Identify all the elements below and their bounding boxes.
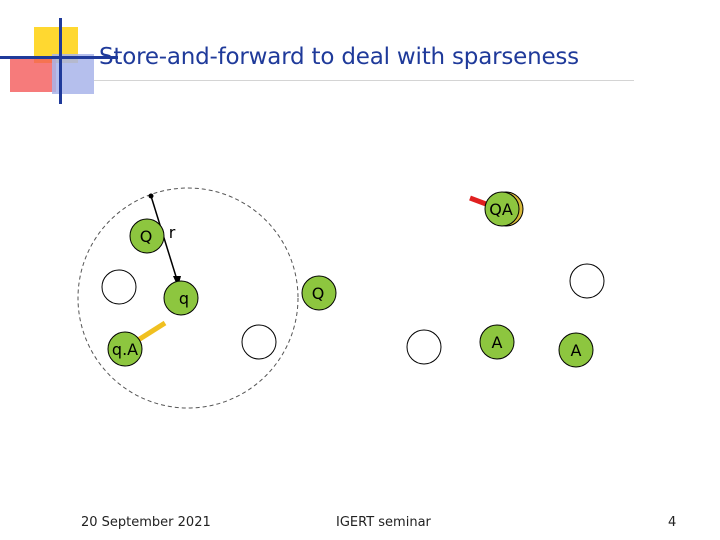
node-qa-left: [107, 331, 143, 367]
node-qa-top: [484, 191, 520, 227]
title-underline: [94, 80, 634, 81]
decorative-horizontal-line: [0, 56, 118, 59]
node-a-mid: [479, 324, 515, 360]
node-label-q-lower: q: [179, 289, 189, 308]
node-q-lower: [163, 280, 199, 316]
node-label-a-mid: A: [492, 333, 503, 352]
radius-arrow-line: [150, 195, 179, 284]
radius-label: r: [169, 223, 176, 242]
node-a-right: [558, 332, 594, 368]
empty-node: [241, 324, 277, 360]
footer-event: IGERT seminar: [336, 515, 431, 530]
page-number: 4: [668, 515, 677, 530]
node-label-qa-top: QA: [489, 200, 513, 219]
node-label-q-mid: Q: [312, 284, 325, 303]
empty-node: [569, 263, 605, 299]
empty-node: [406, 329, 442, 365]
node-label-qa-left: q.A: [112, 340, 138, 359]
node-label-q-top: Q: [140, 227, 153, 246]
empty-node: [101, 269, 137, 305]
footer-date: 20 September 2021: [81, 515, 211, 530]
node-q-top: [129, 218, 165, 254]
range-center-dot: [148, 193, 154, 199]
transmission-range-circle: [77, 187, 299, 409]
decorative-vertical-line: [59, 18, 62, 104]
node-label-a-right: A: [571, 341, 582, 360]
yellow-link: [133, 320, 167, 345]
decorative-red-square: [10, 56, 56, 92]
node-q-mid: [301, 275, 337, 311]
slide-title: Store-and-forward to deal with sparsenes…: [99, 44, 579, 70]
